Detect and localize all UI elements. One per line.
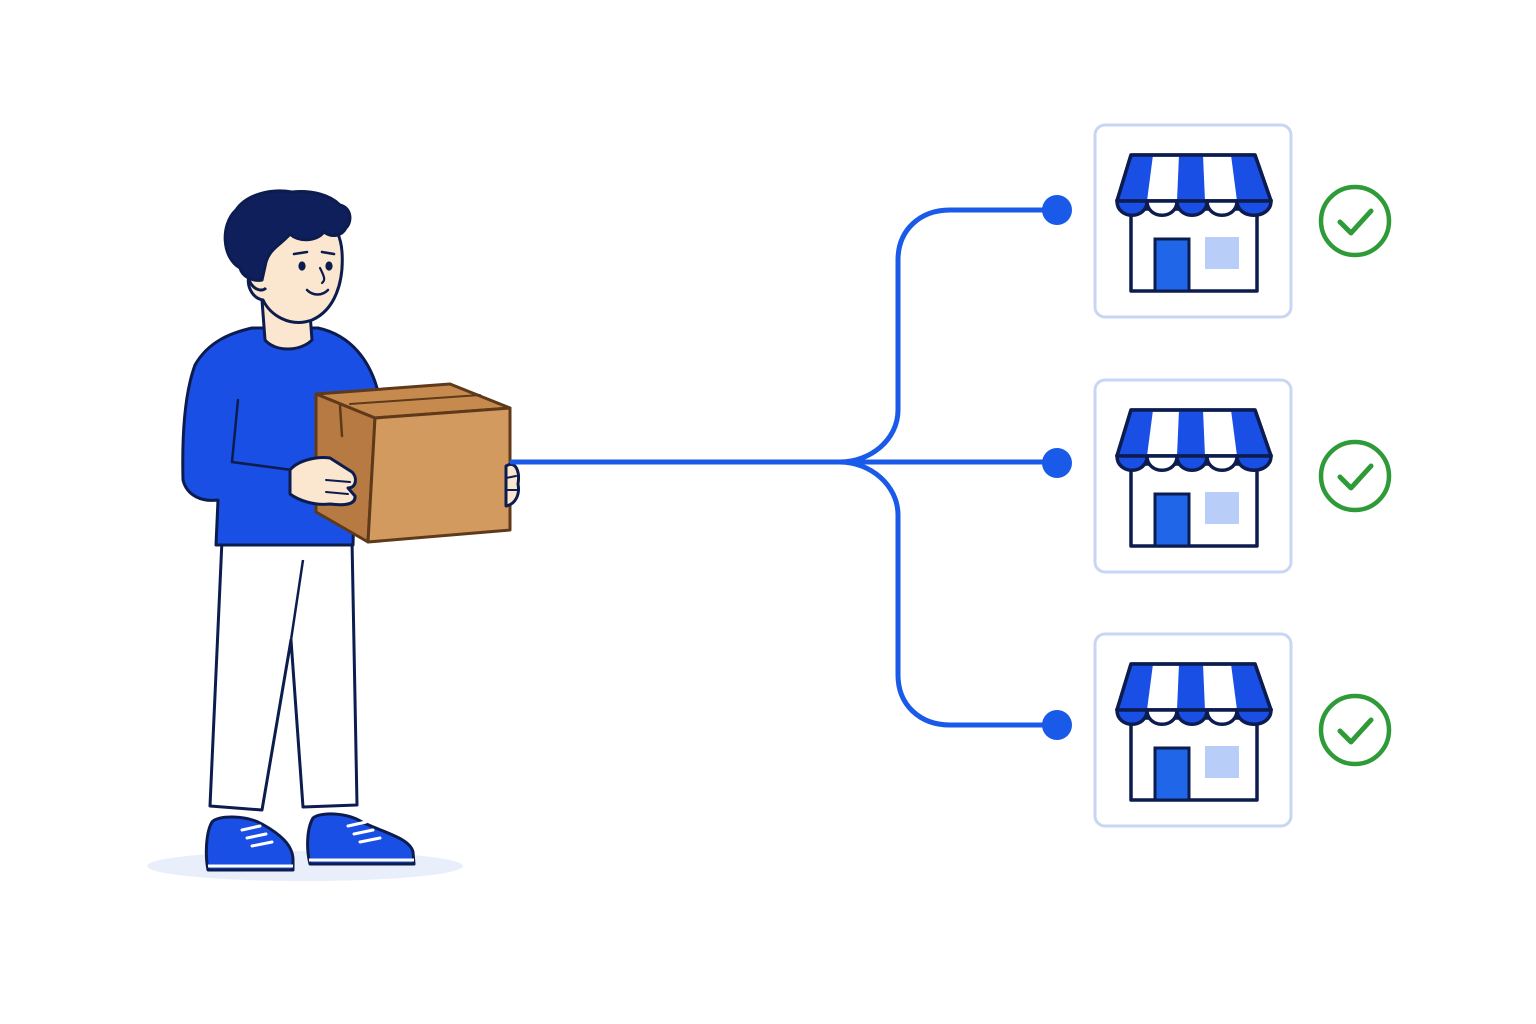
ground-shadow [147,851,463,881]
storefront-icon [1093,123,1293,319]
right-hand [504,463,520,508]
right-shoe [306,812,416,866]
distribution-connector [509,207,1053,728]
branch-line-top [837,207,1053,465]
storefront-icon [1093,378,1293,574]
storefront-icon [1093,632,1293,828]
head [223,189,352,324]
person-holding-box-icon [147,189,520,881]
destination-store-2 [1093,378,1389,574]
connector-node-2 [1042,448,1072,478]
destination-store-1 [1093,123,1389,319]
left-shoe [204,815,295,872]
connector-node-1 [1042,195,1072,225]
check-circle-icon [1321,442,1389,510]
connector-node-3 [1042,710,1072,740]
check-circle-icon [1321,696,1389,764]
destination-store-3 [1093,632,1389,828]
package-box-icon [314,382,512,544]
check-circle-icon [1321,187,1389,255]
branch-line-bottom [837,459,1053,728]
hair [223,189,352,282]
trousers [208,538,359,812]
